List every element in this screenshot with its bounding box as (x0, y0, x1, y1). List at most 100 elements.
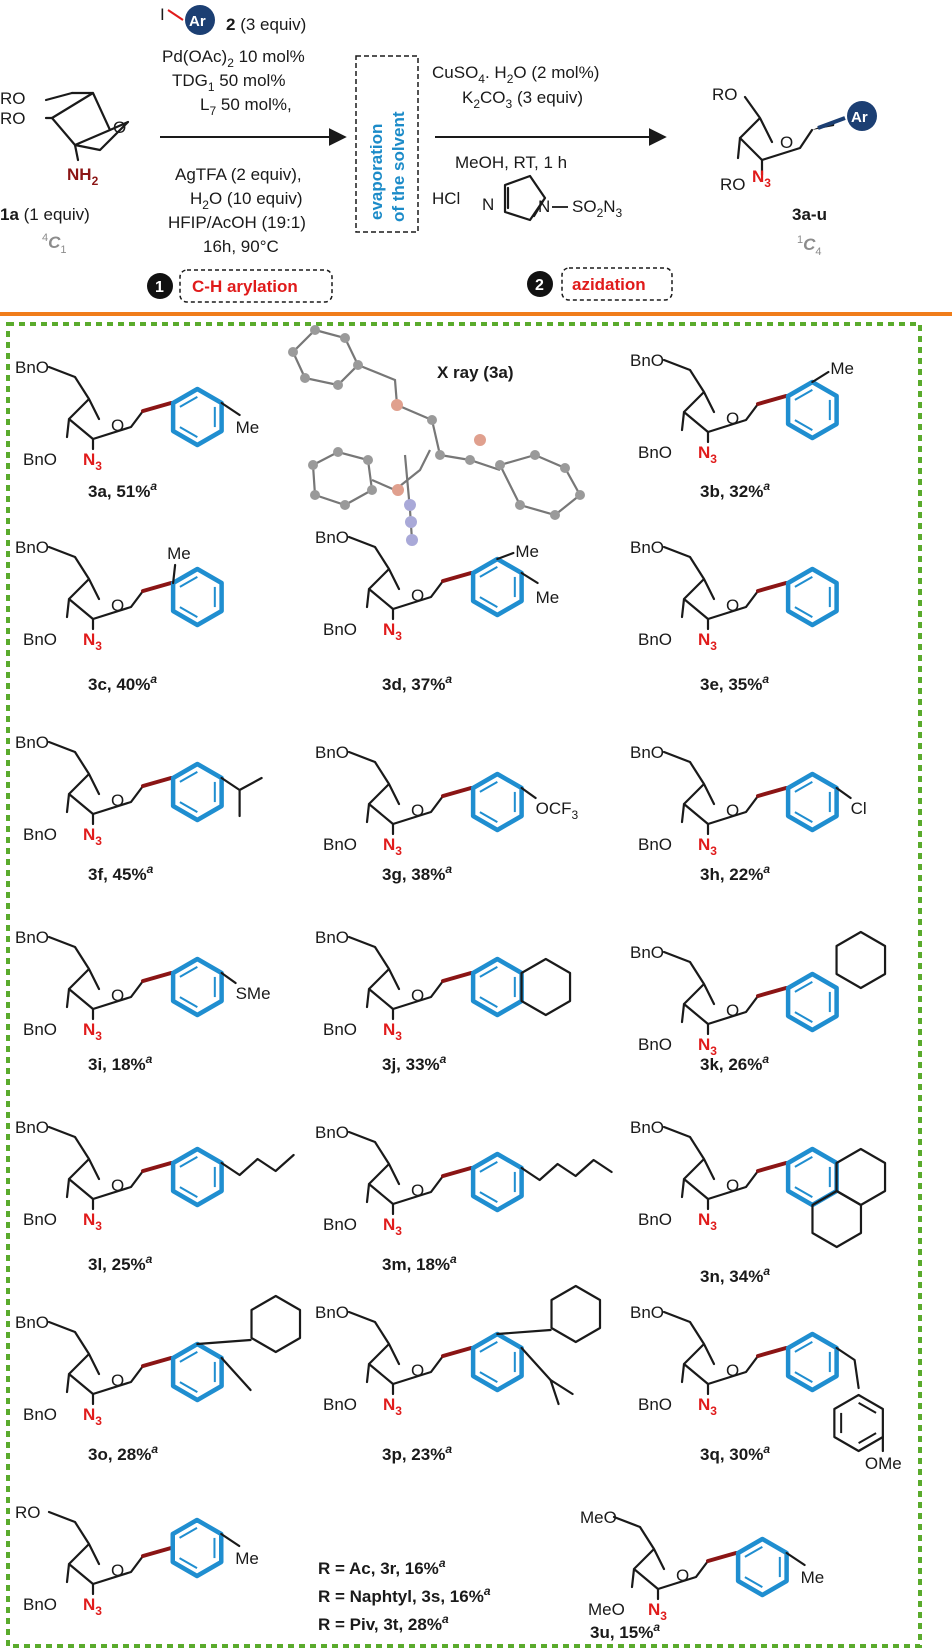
compound-caption: 3u, 15%a (590, 1620, 660, 1642)
compound-caption: 3m, 18%a (382, 1252, 457, 1274)
compound-caption: 3i, 18%a (88, 1052, 153, 1074)
aryl-ring (785, 971, 839, 1033)
bno-bottom-label: BnO (638, 630, 672, 649)
anomeric-bond (141, 776, 173, 788)
compound-caption: 3c, 40%a (88, 672, 157, 694)
cond-meoh: MeOH, RT, 1 h (455, 153, 567, 172)
compound-caption: 3b, 32%a (700, 479, 770, 501)
cond-solvent: HFIP/AcOH (19:1) (168, 213, 306, 232)
anomeric-bond (441, 971, 473, 983)
compound-caption: 3l, 25%a (88, 1252, 153, 1274)
sugar-bonds (47, 935, 145, 1011)
cond-l7: L7 50 mol%, (200, 95, 292, 118)
bno-top-label: BnO (15, 538, 49, 557)
aryl-ring (735, 1536, 789, 1598)
bno-bottom-label: BnO (638, 1395, 672, 1414)
substrate-scope-frame (6, 322, 922, 1648)
ring-oxygen-label: O (411, 586, 424, 605)
fluorene-ring (550, 1284, 602, 1344)
methyl-label-2: Me (536, 588, 560, 607)
anomeric-bond (756, 786, 788, 798)
bno-top-label: MeO (580, 1508, 617, 1527)
compound-caption: 3k, 26%a (700, 1052, 769, 1074)
azide-label: N3 (698, 1035, 717, 1058)
sugar-bonds (47, 545, 145, 621)
sugar-bonds (47, 1125, 145, 1201)
aryl-ring (170, 1517, 224, 1579)
bno-bottom-label: BnO (323, 1020, 357, 1039)
conformation-4c1: 4C1 (42, 232, 67, 256)
fused-ring (835, 930, 887, 990)
ring-oxygen-label: O (676, 1566, 689, 1585)
aryl-ring (170, 566, 224, 628)
sugar-bonds (662, 358, 760, 434)
azide-label: N3 (83, 1595, 102, 1618)
compound-caption: 3f, 45%a (88, 862, 154, 884)
bno-bottom-label: BnO (23, 1020, 57, 1039)
anomeric-bond (141, 971, 173, 983)
bno-bottom-label: BnO (23, 1210, 57, 1229)
azide-label: N3 (83, 630, 102, 653)
anomeric-bond (441, 786, 473, 798)
ring-oxygen-label: O (726, 1361, 739, 1380)
azide-label: N3 (698, 835, 717, 858)
bno-bottom-label: BnO (638, 1035, 672, 1054)
r-variant-1: R = Naphtyl, 3s, 16%a (318, 1584, 491, 1606)
cond-hcl: HCl (432, 189, 460, 208)
bno-bottom-label: BnO (323, 1215, 357, 1234)
azide-label: N3 (383, 620, 402, 643)
bno-top-label: BnO (15, 1313, 49, 1332)
aryl-ring (170, 956, 224, 1018)
aryl-ring (170, 1146, 224, 1208)
azide-label: N3 (698, 1210, 717, 1233)
compound-caption: 3q, 30%a (700, 1442, 770, 1464)
bno-bottom-label: BnO (23, 450, 57, 469)
bno-top-label: BnO (15, 928, 49, 947)
bno-top-label: BnO (15, 733, 49, 752)
azide-label: N3 (698, 443, 717, 466)
step1-conditions: Pd(OAc)2 10 mol% TDG1 50 mol% L7 50 mol%… (160, 47, 347, 256)
bno-top-label: BnO (315, 743, 349, 762)
methyl-label: Me (236, 418, 260, 437)
bno-bottom-label: BnO (23, 1405, 57, 1424)
anomeric-bond (756, 1346, 788, 1358)
aryl-ring (785, 1331, 839, 1393)
fused-ring-2 (811, 1189, 863, 1249)
anomeric-bond (441, 1346, 473, 1358)
sugar-bonds (47, 365, 145, 441)
product-ro-2: RO (720, 175, 746, 194)
sugar-bonds (347, 1310, 445, 1386)
bno-top-label: BnO (15, 358, 49, 377)
r-variant-0: R = Ac, 3r, 16%a (318, 1556, 446, 1578)
fused-ring (520, 957, 572, 1017)
aryl-ring (470, 771, 524, 833)
anomeric-bond (141, 1161, 173, 1173)
bno-top-label: BnO (315, 1123, 349, 1142)
product-ar-text: Ar (851, 109, 868, 126)
step2-name: azidation (572, 275, 646, 294)
anomeric-bond (441, 571, 473, 583)
aryl-ring (470, 1151, 524, 1213)
ocf3-label: OCF3 (536, 799, 579, 822)
methyl-label: Me (235, 1549, 259, 1568)
anomeric-bond (141, 1546, 173, 1558)
bno-bottom-label: BnO (23, 630, 57, 649)
reagent-2: 2 (3 equiv) (226, 15, 306, 34)
sugar-bonds (47, 740, 145, 816)
ring-oxygen-label: O (411, 801, 424, 820)
cond-pd: Pd(OAc)2 10 mol% (162, 47, 305, 70)
bno-bottom-label: BnO (638, 443, 672, 462)
cond-cuso4: CuSO4. H2O (2 mol%) (432, 63, 599, 86)
anomeric-bond (141, 581, 173, 593)
